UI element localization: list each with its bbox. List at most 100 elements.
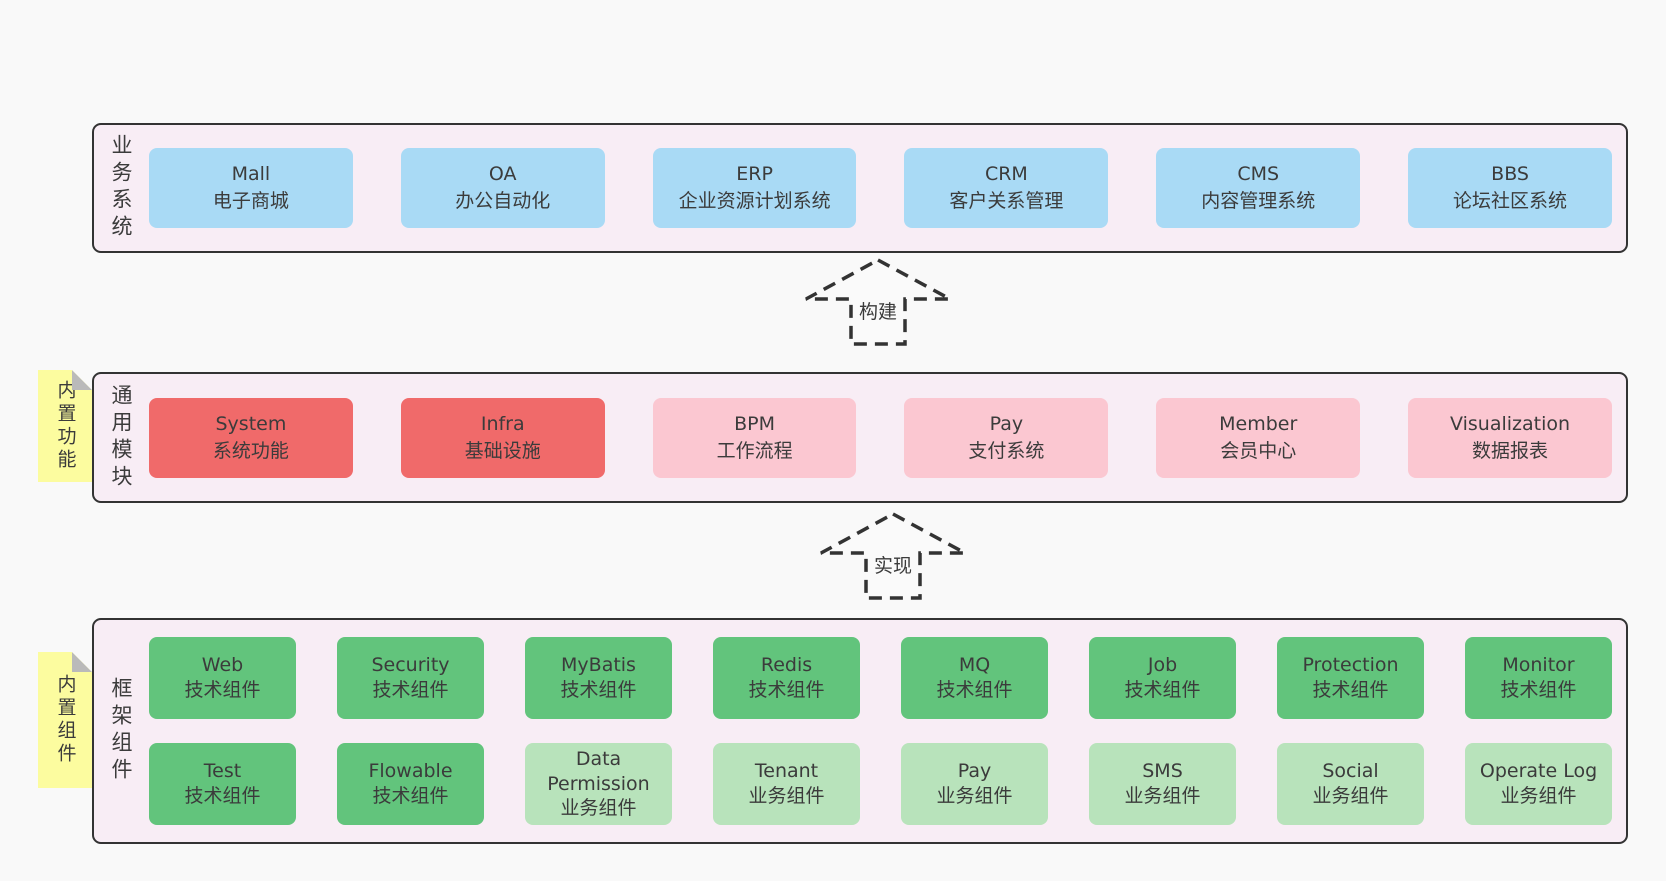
box-subtitle: 数据报表 (1472, 439, 1549, 462)
box-subtitle: 技术组件 (1124, 679, 1201, 701)
arrow-label-bg (870, 554, 916, 578)
box-title: Pay (989, 412, 1024, 435)
build-arrow-up: 构建 (805, 258, 951, 346)
box-subtitle: 内容管理系统 (1201, 190, 1316, 212)
box-subtitle: 会员中心 (1220, 439, 1297, 462)
box-subtitle: 技术组件 (372, 785, 449, 807)
box-subtitle: 支付系统 (968, 439, 1045, 462)
implement-arrow-up: 实现 (820, 512, 966, 600)
build-arrow-label: 构建 (859, 301, 897, 323)
box-subtitle: 办公自动化 (455, 190, 551, 212)
box-title: Infra (480, 412, 525, 435)
box-title: Protection (1302, 654, 1399, 677)
box-bpm: BPM 工作流程 (652, 397, 857, 478)
box-subtitle: 企业资源计划系统 (678, 190, 831, 212)
box-oa: OA 办公自动化 (400, 148, 605, 228)
box-title: Pay (957, 760, 992, 783)
box-subtitle: 技术组件 (1312, 679, 1389, 701)
box-subtitle: 业务组件 (1312, 785, 1389, 807)
sticky-note-builtin-components: 内置组件 (38, 652, 92, 788)
common-modules-row: System 系统功能 Infra 基础设施 BPM 工作流程 Pay 支付系统 Member 会… (149, 397, 1612, 478)
box-subtitle: 基础设施 (464, 439, 541, 462)
box-title: Job (1147, 654, 1178, 677)
box-subtitle: 业务组件 (748, 785, 825, 807)
box-subtitle: 技术组件 (184, 679, 261, 701)
box-title: BBS (1491, 163, 1529, 186)
box-subtitle: 技术组件 (748, 679, 825, 701)
box-title: MQ (958, 654, 991, 677)
box-erp: ERP 企业资源计划系统 (652, 148, 857, 228)
arrow-label-bg (855, 300, 901, 324)
box-title: Monitor (1502, 654, 1575, 677)
box-subtitle: 业务组件 (1124, 785, 1201, 807)
box-title: Flowable (368, 760, 453, 783)
box-title: Security (371, 654, 450, 677)
box-title: Tenant (754, 760, 819, 783)
box-title: SMS (1142, 760, 1183, 783)
box-bbs: BBS 论坛社区系统 (1408, 148, 1612, 228)
box-system: System 系统功能 (149, 397, 353, 478)
box-visualization: Visualization 数据报表 (1408, 397, 1612, 478)
box-title: CMS (1237, 163, 1280, 186)
box-subtitle: 技术组件 (184, 785, 261, 807)
box-subtitle: 技术组件 (560, 679, 637, 701)
sticky-note-builtin-features: 内置功能 (38, 370, 92, 482)
box-crm: CRM 客户关系管理 (904, 148, 1109, 228)
box-subtitle: 论坛社区系统 (1453, 190, 1568, 212)
sticky-note-label: 内置功能 (54, 380, 77, 472)
box-title: Visualization (1450, 412, 1571, 435)
box-title: Operate Log (1479, 760, 1598, 783)
box-title: Redis (760, 654, 813, 677)
box-title: Member (1219, 412, 1298, 435)
box-pay: Pay 支付系统 (904, 397, 1109, 478)
box-subtitle: 客户关系管理 (949, 190, 1064, 212)
sticky-note-label: 内置组件 (54, 674, 77, 766)
box-title: ERP (736, 163, 773, 186)
box-cms: CMS 内容管理系统 (1156, 148, 1361, 228)
box-title: MyBatis (561, 654, 636, 677)
box-subtitle: 系统功能 (212, 439, 289, 462)
box-title: System (215, 412, 287, 435)
box-title: CRM (984, 163, 1028, 186)
box-title: OA (488, 163, 517, 186)
implement-arrow-label: 实现 (874, 555, 912, 577)
box-subtitle: 电子商城 (212, 190, 289, 212)
box-subtitle: 业务组件 (1500, 785, 1577, 807)
box-title: Test (203, 760, 242, 783)
box-member: Member 会员中心 (1156, 397, 1361, 478)
box-title: BPM (734, 412, 776, 435)
folded-corner-icon (72, 370, 92, 390)
box-subtitle: 技术组件 (372, 679, 449, 701)
box-infra: Infra 基础设施 (400, 397, 605, 478)
box-subtitle: 业务组件 (936, 785, 1013, 807)
box-title: Web (201, 654, 244, 677)
box-subtitle: 技术组件 (1500, 679, 1577, 701)
layer-label-business-systems: 业务系统 (109, 134, 133, 242)
box-subtitle: 技术组件 (936, 679, 1013, 701)
box-subtitle: 工作流程 (716, 439, 793, 462)
